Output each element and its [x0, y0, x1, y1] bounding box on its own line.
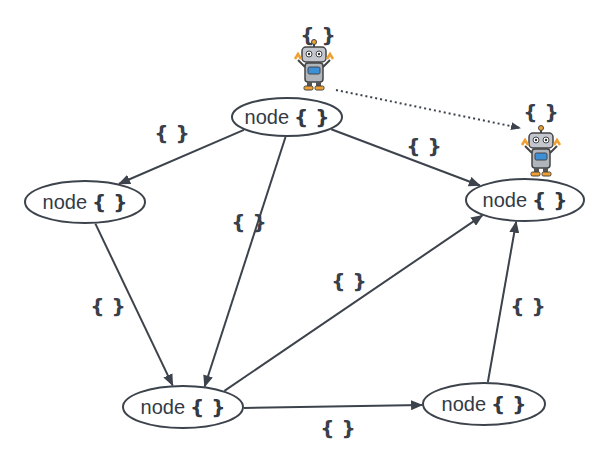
- node-ellipse: node{ }: [465, 178, 585, 222]
- connector-arrow: [244, 405, 422, 408]
- edge-label: { }: [510, 294, 545, 318]
- node-braces: { }: [92, 190, 127, 214]
- node-ellipse: node{ }: [422, 382, 546, 426]
- edge-label: { }: [406, 134, 441, 158]
- node-content: node{ }: [24, 180, 146, 224]
- robot-braces: { }: [523, 100, 558, 124]
- node-name: node: [141, 396, 186, 419]
- node-braces: { }: [532, 188, 567, 212]
- edge-label: { }: [320, 416, 355, 440]
- node-content: node{ }: [465, 178, 585, 222]
- node-content: node{ }: [231, 97, 343, 137]
- connector-arrow: [224, 215, 482, 390]
- ellipse-shape: [123, 386, 243, 428]
- node-braces: { }: [294, 105, 329, 129]
- node-content: node{ }: [422, 382, 546, 426]
- edge-label: { }: [331, 269, 366, 293]
- node-ellipse: node{ }: [231, 97, 343, 137]
- node-name: node: [245, 106, 290, 129]
- edge-label: { }: [231, 210, 266, 234]
- node-name: node: [442, 393, 487, 416]
- node-content: node{ }: [122, 385, 244, 429]
- edge-label: { }: [154, 121, 189, 145]
- node-braces: { }: [190, 395, 225, 419]
- connector-arrow: [205, 137, 286, 386]
- node-ellipse: node{ }: [24, 180, 146, 224]
- robot-braces: { }: [300, 23, 335, 47]
- connector-arrow: [331, 129, 480, 185]
- ellipse-shape: [232, 98, 342, 136]
- robot-icon: [295, 40, 333, 91]
- ellipse-shape: [25, 181, 145, 223]
- node-name: node: [483, 189, 528, 212]
- ellipse-shape: [423, 383, 545, 425]
- edge-label: { }: [90, 294, 125, 318]
- ellipse-shape: [466, 179, 584, 221]
- node-braces: { }: [491, 392, 526, 416]
- node-name: node: [43, 191, 88, 214]
- dotted-arrow: [336, 90, 520, 128]
- robot-icon: [522, 126, 560, 177]
- node-ellipse: node{ }: [122, 385, 244, 429]
